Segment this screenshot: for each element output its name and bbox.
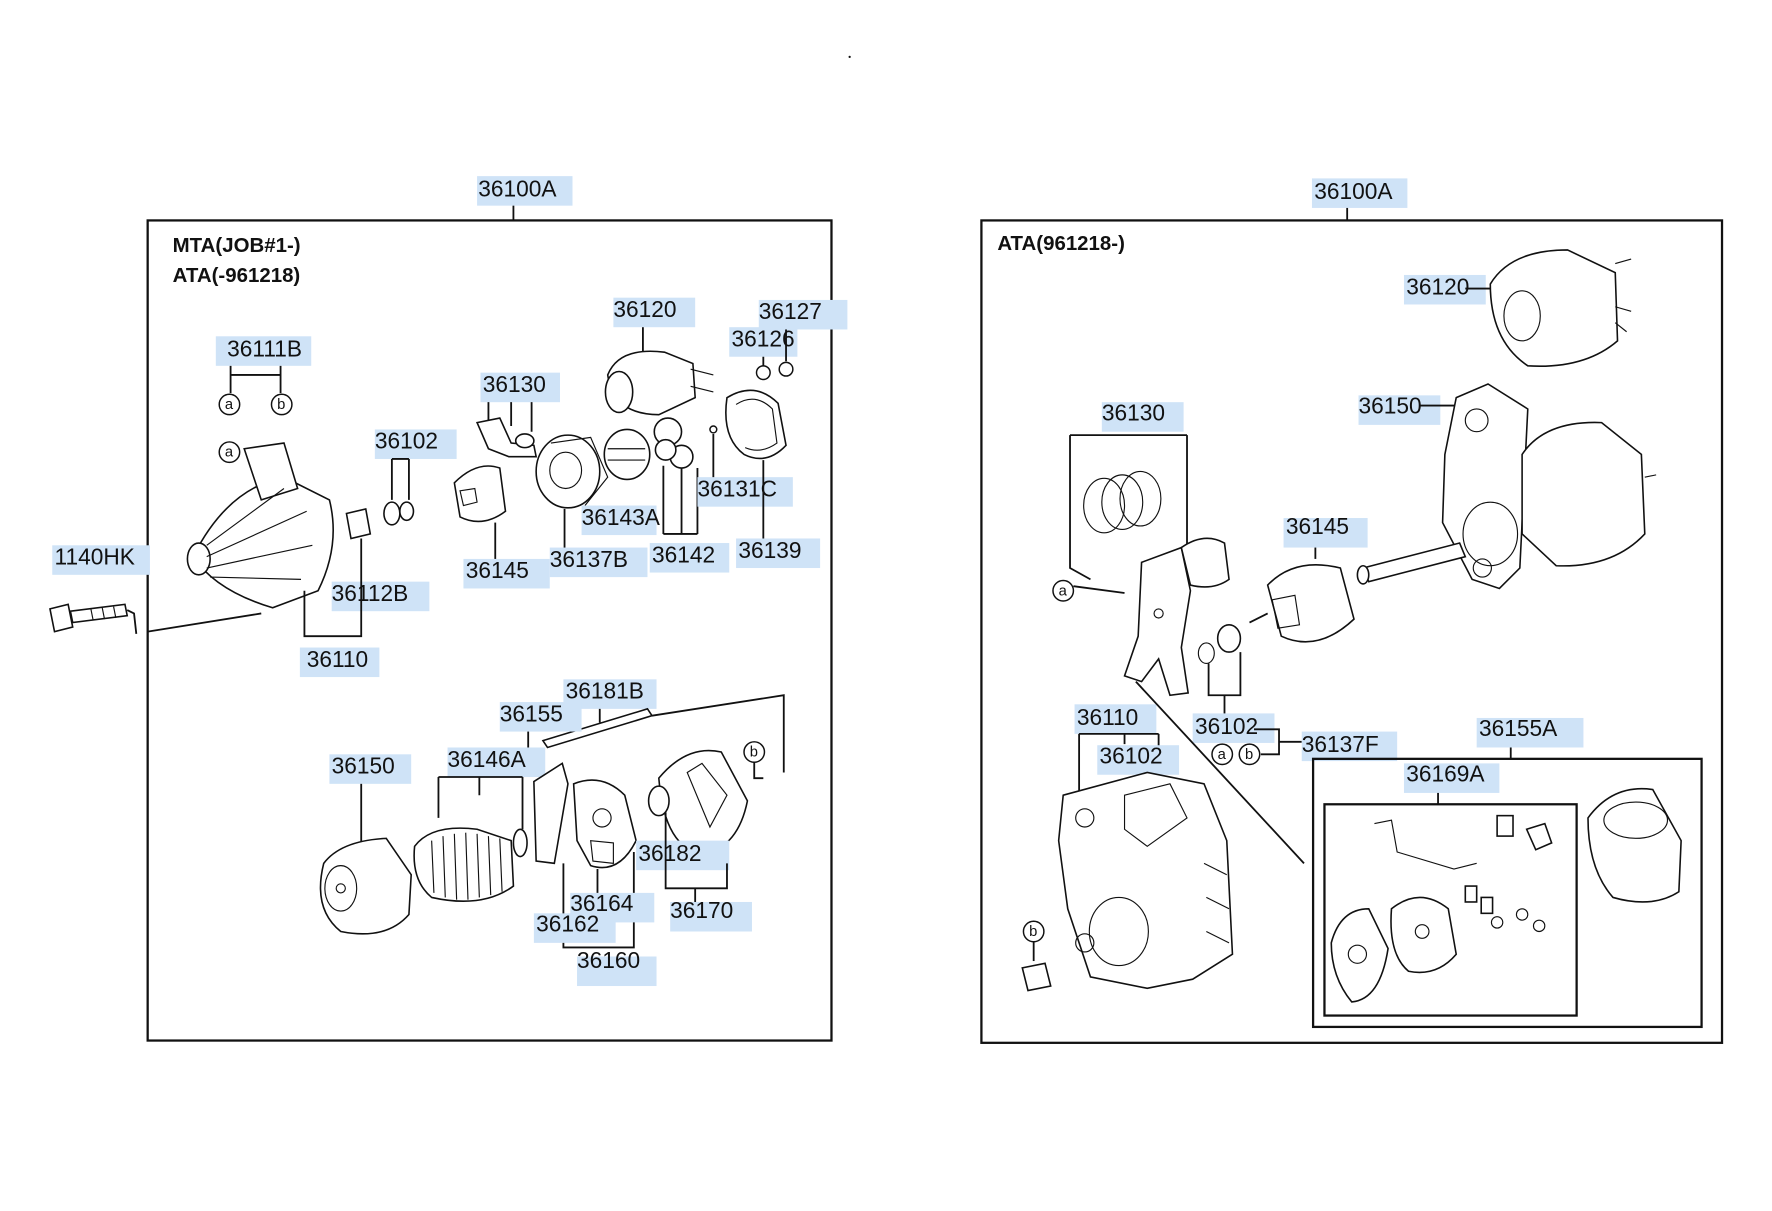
pinion-r-36145-part	[1266, 563, 1355, 643]
marker-b: b	[277, 397, 285, 413]
left-assembly-number: 36100A	[478, 176, 557, 202]
housing-r-36110-part	[1057, 771, 1234, 990]
marker-b: b	[1029, 924, 1037, 940]
label-36162: 36162	[536, 911, 599, 937]
left-note-line2: ATA(-961218)	[173, 264, 301, 287]
label-36111B: 36111B	[227, 336, 302, 362]
label-r-36137F: 36137F	[1302, 731, 1379, 757]
right-assembly-number: 36100A	[1314, 178, 1393, 204]
pinion-36145-part	[453, 465, 507, 523]
label-36126: 36126	[732, 326, 795, 352]
label-r-36145: 36145	[1286, 513, 1349, 539]
label-36170: 36170	[670, 897, 733, 923]
right-panel-frame	[980, 219, 1724, 1044]
label-36139: 36139	[738, 537, 801, 563]
marker-a: a	[1059, 583, 1068, 599]
gears-36142-part	[653, 417, 694, 469]
left-panel-frame	[146, 219, 833, 1042]
right-note-line1: ATA(961218-)	[997, 232, 1125, 255]
solenoid-36120-part	[604, 350, 714, 416]
label-r-36155A: 36155A	[1479, 715, 1558, 741]
label-36130: 36130	[483, 371, 546, 397]
brush-holder-36160-part	[533, 762, 637, 869]
label-36160: 36160	[577, 947, 640, 973]
label-36102: 36102	[375, 428, 438, 454]
lever-r-part	[1123, 537, 1230, 697]
label-1140HK: 1140HK	[55, 544, 135, 570]
marker-a: a	[225, 445, 234, 461]
left-note-line1: MTA(JOB#1-)	[173, 234, 301, 257]
rear-bracket-36170-part: b	[647, 741, 766, 856]
label-36127: 36127	[759, 298, 822, 324]
yoke-36150-part	[319, 837, 413, 935]
lever-fork-part	[475, 417, 538, 458]
stray-dot	[848, 55, 851, 58]
marker-b: b	[750, 745, 758, 761]
label-36145: 36145	[466, 557, 529, 583]
ring-36139-part	[725, 389, 787, 460]
label-r-36102b: 36102	[1100, 742, 1163, 768]
label-36120: 36120	[613, 296, 676, 322]
marker-b: b	[1245, 747, 1253, 763]
label-36137B: 36137B	[550, 546, 628, 572]
marker-a: a	[1218, 747, 1227, 763]
armature-36146A-part	[413, 827, 528, 902]
solenoid-r-36120-part	[1489, 249, 1632, 367]
label-36142: 36142	[652, 541, 715, 567]
label-r-36102a: 36102	[1195, 713, 1258, 739]
label-36150: 36150	[332, 753, 395, 779]
label-36131C: 36131C	[697, 475, 777, 501]
label-36143A: 36143A	[582, 504, 661, 530]
brush-holder-frame	[1323, 803, 1578, 1017]
marker-a: a	[225, 397, 234, 413]
left-panel: 36100A MTA(JOB#1-) ATA(-961218) 36111B a…	[49, 176, 848, 1042]
bolt-1140HK-part	[49, 603, 262, 634]
cover-band-part	[1587, 787, 1682, 903]
label-r-36150: 36150	[1359, 393, 1422, 419]
gear-36143A-part	[603, 428, 651, 481]
label-r-36169A: 36169A	[1406, 761, 1485, 787]
label-36146A: 36146A	[448, 746, 527, 772]
yoke-r-36150-part	[1356, 383, 1657, 590]
spring-r-part	[1083, 470, 1162, 534]
label-36112B: 36112B	[332, 580, 409, 606]
label-r-36120: 36120	[1406, 273, 1469, 299]
label-36110: 36110	[307, 646, 368, 672]
label-36182: 36182	[638, 840, 701, 866]
bracket-36137B-part	[535, 434, 609, 509]
front-housing-part: a	[186, 441, 334, 609]
label-r-36130: 36130	[1102, 399, 1165, 425]
brush-kit-parts	[1330, 814, 1553, 1003]
label-36181B: 36181B	[566, 678, 644, 704]
brush-kit-frame	[1311, 757, 1703, 1029]
label-r-36110: 36110	[1077, 704, 1138, 730]
right-panel: 36100A ATA(961218-) 36120 36150 36	[980, 178, 1724, 1044]
label-36164: 36164	[570, 890, 633, 916]
label-36155: 36155	[500, 700, 563, 726]
